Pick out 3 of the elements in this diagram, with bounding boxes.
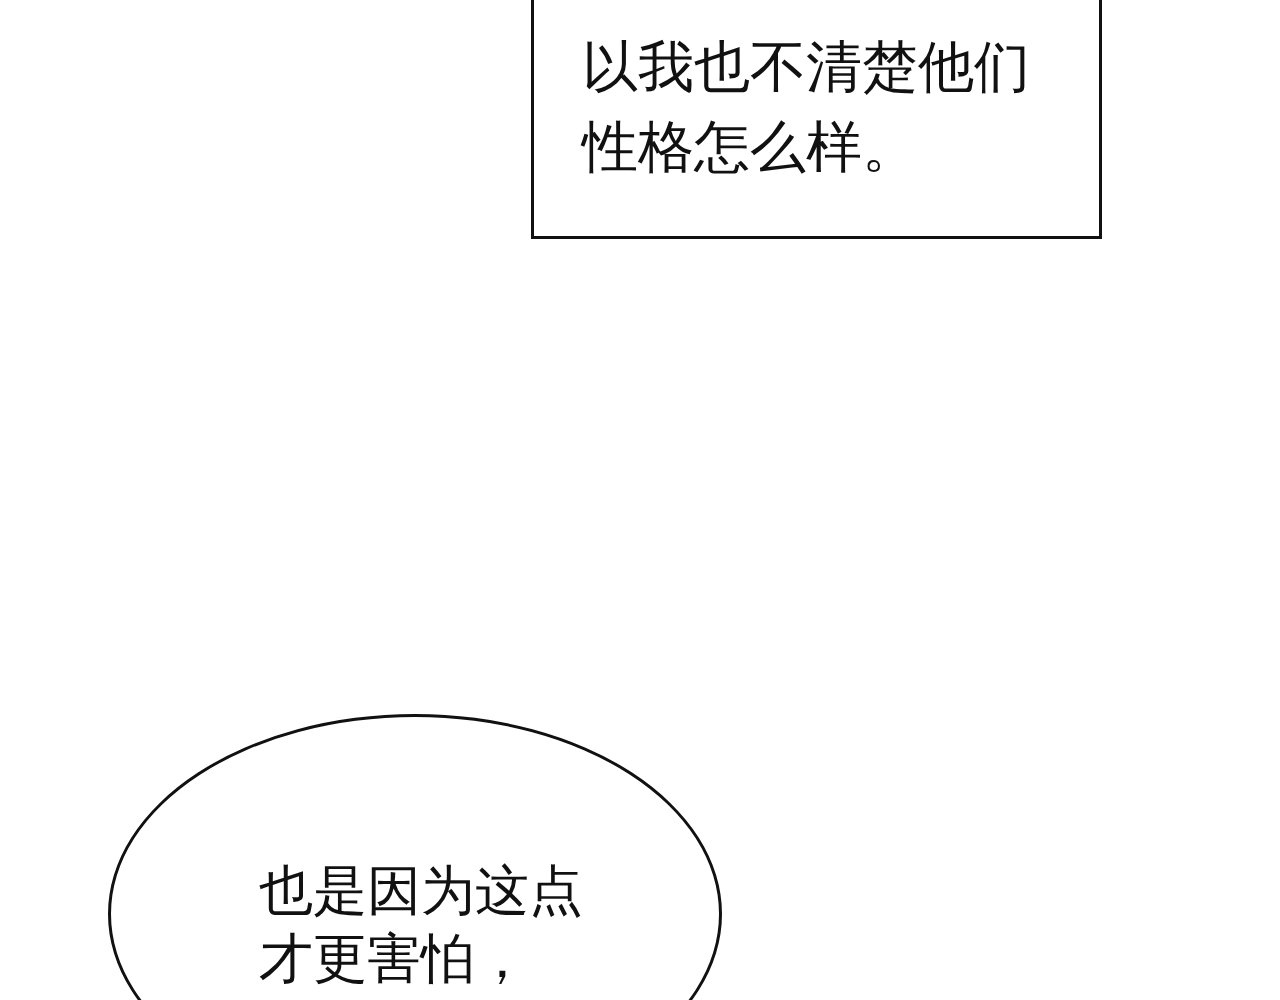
narration-box xyxy=(531,0,1102,239)
dialogue-text: 以我也不清楚他们性格怎么样。 xyxy=(582,33,1031,181)
dialogue-text: 也是因为这点才更害怕， xyxy=(259,858,584,992)
